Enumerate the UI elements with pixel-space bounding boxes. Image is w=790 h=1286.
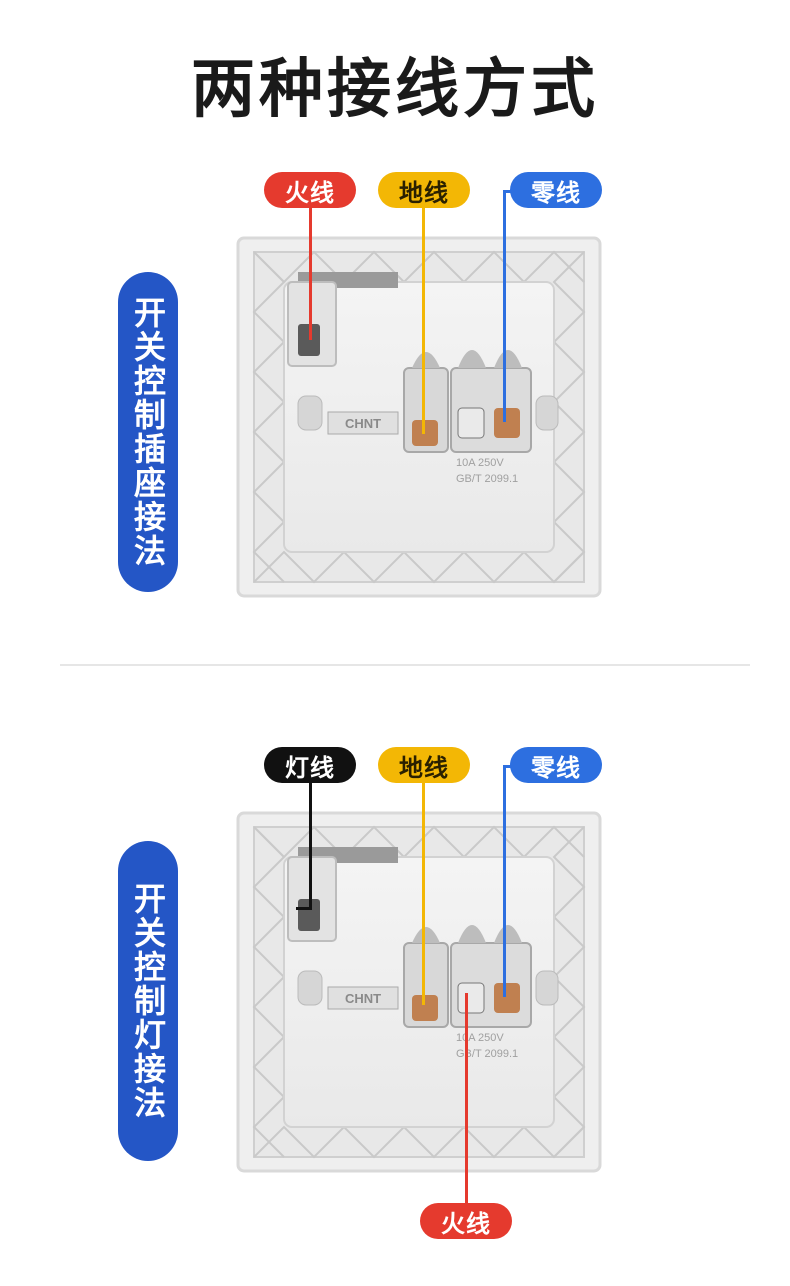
lamp-wire-hook	[296, 907, 312, 910]
ground-wire-line	[422, 208, 425, 434]
rating-mark-2: 10A 250V	[456, 1032, 504, 1044]
section-socket-control: 开关控制插座接法 CHNT 10A 250V	[0, 160, 790, 630]
label-live-wire-2: 火线	[420, 1203, 512, 1239]
page-title: 两种接线方式	[191, 53, 599, 127]
socket-back-diagram-2: CHNT 10A 250V GB/T 2099.1	[236, 811, 602, 1173]
lamp-wire-line	[309, 783, 312, 909]
section-divider	[60, 664, 750, 666]
brand-mark-2: CHNT	[345, 991, 381, 1006]
live-wire-line-2	[465, 993, 468, 1205]
brand-mark: CHNT	[345, 416, 381, 431]
side-label-lamp: 开关控制灯接法	[118, 841, 178, 1161]
standard-mark-2: GB/T 2099.1	[456, 1048, 518, 1060]
label-neutral-wire-2: 零线	[510, 747, 602, 783]
neutral-wire-line	[503, 190, 506, 422]
neutral-wire-stub	[503, 190, 513, 193]
rating-mark: 10A 250V	[456, 457, 504, 469]
neutral-wire-line-2	[503, 765, 506, 997]
live-wire-line	[309, 208, 312, 340]
neutral-wire-stub-2	[503, 765, 513, 768]
label-lamp-wire: 灯线	[264, 747, 356, 783]
standard-mark: GB/T 2099.1	[456, 473, 518, 485]
label-ground-wire-2: 地线	[378, 747, 470, 783]
label-live-wire: 火线	[264, 172, 356, 208]
socket-back-diagram: CHNT 10A 250V GB/T 2099.1	[236, 236, 602, 598]
section-lamp-control: 开关控制灯接法 CHNT 10A 250V GB/T 2	[0, 735, 790, 1255]
label-neutral-wire: 零线	[510, 172, 602, 208]
ground-wire-line-2	[422, 783, 425, 1005]
label-ground-wire: 地线	[378, 172, 470, 208]
side-label-socket: 开关控制插座接法	[118, 272, 178, 592]
